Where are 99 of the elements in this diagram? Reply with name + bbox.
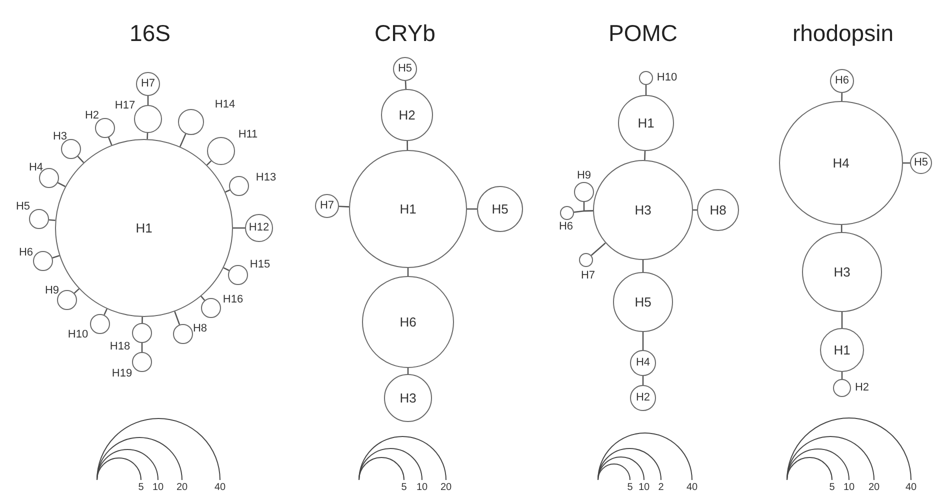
connector-line — [180, 134, 186, 147]
connector-line — [467, 208, 477, 210]
haplotype-label: H5 — [914, 158, 928, 168]
haplotype-circle — [384, 374, 432, 422]
haplotype-circle — [630, 385, 656, 411]
panel-title: POMC — [608, 20, 678, 47]
haplotype-label: H10 — [656, 72, 678, 84]
haplotype-circle — [697, 189, 739, 231]
haplotype-label: H9 — [44, 286, 60, 296]
haplotype-label: H14 — [214, 100, 236, 110]
scale-value: 40 — [686, 483, 698, 493]
haplotype-label: H13 — [256, 172, 276, 184]
haplotype-label: H17 — [114, 100, 136, 112]
haplotype-label: H2 — [84, 110, 100, 122]
connector-line — [841, 312, 843, 328]
connector-line — [642, 260, 644, 272]
connector-line — [406, 141, 408, 150]
scale-value: 5 — [401, 483, 407, 493]
haplotype-label: H7 — [320, 200, 334, 212]
haplotype-circle — [315, 194, 339, 218]
haplotype-label: H5 — [492, 202, 508, 216]
connector-line — [146, 132, 148, 140]
haplotype-circle — [910, 152, 932, 174]
scale-value: 10 — [843, 483, 855, 493]
haplotype-label: H3 — [634, 204, 652, 216]
haplotype-label: H10 — [68, 330, 88, 340]
scale-value: 20 — [440, 483, 452, 493]
haplotype-label: H1 — [400, 202, 416, 216]
connector-line — [104, 308, 108, 316]
connector-line — [142, 316, 143, 324]
haplotype-label: H5 — [634, 296, 652, 308]
haplotype-circle — [830, 69, 854, 93]
haplotype-circle — [381, 89, 433, 141]
panel-title: rhodopsin — [792, 20, 894, 47]
panel-title: CRYb — [374, 20, 436, 47]
haplotype-label: H6 — [18, 248, 34, 258]
scale-value: 40 — [905, 483, 917, 493]
haplotype-label: H3 — [400, 392, 416, 404]
scale-value: 10 — [152, 483, 164, 493]
scale-value: 2 — [658, 483, 664, 493]
haplotype-label: H4 — [28, 162, 44, 174]
haplotype-label: H19 — [112, 368, 132, 380]
haplotype-label: H12 — [248, 222, 270, 234]
haplotype-circle — [393, 57, 417, 81]
haplotype-label: H3 — [834, 266, 850, 278]
connector-line — [644, 150, 646, 160]
connector-line — [574, 210, 594, 213]
scale-value: 5 — [829, 483, 835, 493]
haplotype-circle — [245, 214, 273, 242]
scale-value: 20 — [868, 483, 880, 493]
haplotype-label: H6 — [400, 316, 416, 328]
scale-value: 10 — [638, 483, 650, 493]
haplotype-label: H16 — [222, 294, 244, 306]
haplotype-circle — [820, 328, 864, 372]
haplotype-label: H2 — [398, 108, 416, 122]
haplotype-label: H6 — [834, 76, 850, 86]
connector-line — [841, 93, 843, 101]
haplotype-label: H15 — [250, 260, 270, 270]
haplotype-label: H1 — [834, 344, 850, 356]
haplotype-label: H5 — [398, 64, 412, 74]
connector-line — [52, 254, 60, 259]
connector-line — [338, 206, 350, 208]
connector-line — [174, 311, 180, 325]
haplotype-label: H3 — [52, 132, 68, 142]
haplotype-circle — [630, 350, 656, 376]
connector-line — [645, 85, 647, 95]
haplotype-label: H1 — [638, 116, 654, 130]
connector-line — [233, 227, 245, 229]
haplotype-label: H18 — [110, 342, 130, 352]
haplotype-label: H1 — [136, 222, 152, 234]
haplotype-label: H4 — [636, 358, 650, 368]
scale-value: 10 — [416, 483, 428, 493]
haplotype-label: H7 — [140, 78, 156, 90]
scale-value: 40 — [214, 483, 226, 493]
connector-line — [48, 219, 56, 222]
haplotype-label: H5 — [16, 202, 30, 212]
connector-line — [840, 225, 842, 232]
haplotype-label: H2 — [854, 382, 870, 394]
connector-line — [642, 332, 644, 350]
haplotype-circle — [136, 72, 160, 96]
scale-value: 5 — [627, 483, 633, 493]
scale-value: 5 — [138, 483, 144, 493]
panel-title: 16S — [130, 20, 170, 47]
haplotype-label: H9 — [576, 170, 592, 182]
haplotype-label: H8 — [192, 324, 208, 334]
connector-line — [77, 156, 84, 164]
haplotype-label: H4 — [832, 156, 850, 170]
scale-value: 20 — [176, 483, 188, 493]
haplotype-circle — [477, 186, 523, 232]
connector-line — [223, 267, 230, 272]
haplotype-label: H6 — [558, 222, 574, 232]
haplotype-label: H7 — [580, 270, 596, 282]
haplotype-label: H8 — [710, 204, 726, 216]
haplotype-label: H2 — [636, 392, 650, 404]
connector-line — [108, 137, 112, 146]
haplotype-label: H11 — [238, 130, 258, 140]
connector-line — [590, 242, 606, 256]
connector-line — [74, 288, 80, 294]
connector-line — [404, 80, 407, 90]
